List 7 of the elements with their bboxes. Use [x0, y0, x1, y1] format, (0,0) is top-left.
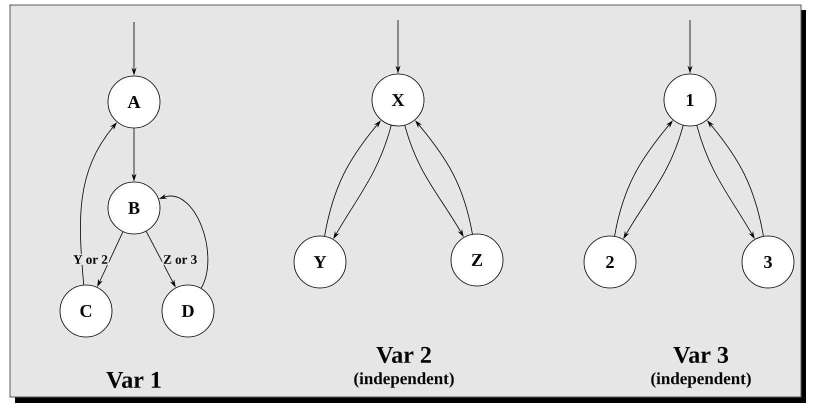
panel-title: Var 3: [673, 346, 728, 364]
edge-label: Y or 2: [72, 254, 109, 265]
panel-subtitle: (independent): [651, 372, 751, 388]
panel-subtitle: (independent): [354, 372, 454, 388]
panel-title: Var 1: [106, 372, 161, 388]
edge-label: Z or 3: [162, 254, 198, 265]
panel-title: Var 2: [376, 346, 431, 364]
